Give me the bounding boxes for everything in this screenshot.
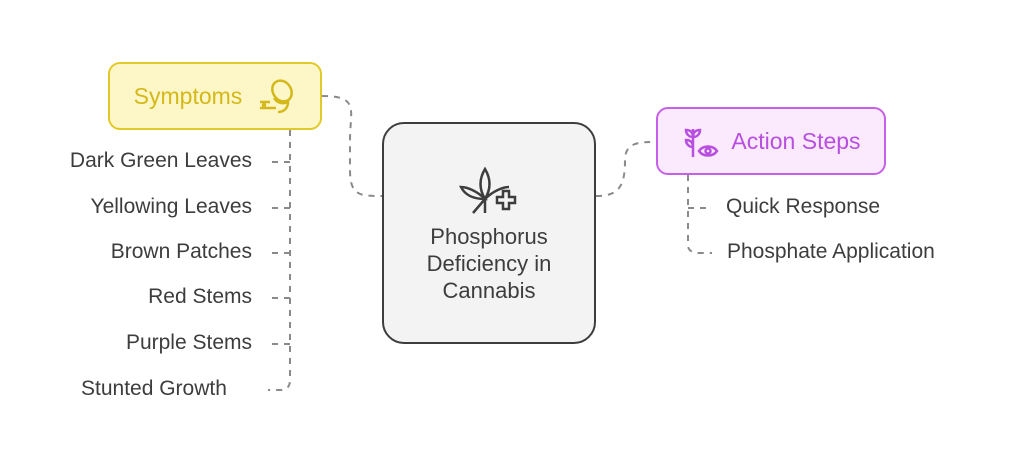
peanut-icon [260, 79, 294, 114]
symptoms-node[interactable]: Symptoms [108, 62, 322, 130]
action-steps-node[interactable]: Action Steps [656, 107, 886, 175]
symptom-item: Red Stems [148, 285, 252, 308]
symptom-item: Dark Green Leaves [69, 149, 252, 172]
symptom-item: Stunted Growth [81, 377, 227, 400]
central-topic-line-2: Deficiency in [426, 250, 552, 276]
action-steps-label: Action Steps [731, 127, 861, 154]
symptom-item: Yellowing Leaves [90, 195, 252, 218]
symptom-item: Purple Stems [125, 331, 252, 354]
action-item: Quick Response [726, 195, 881, 218]
symptom-item: Brown Patches [110, 240, 252, 263]
central-topic-line-1: Phosphorus [430, 223, 548, 249]
central-topic-node[interactable]: Phosphorus Deficiency in Cannabis [382, 122, 596, 344]
symptoms-label: Symptoms [133, 82, 243, 109]
action-item: Phosphate Application [727, 240, 935, 263]
central-topic-line-3: Cannabis [442, 277, 536, 303]
cannabis-plus-icon [458, 166, 517, 214]
wheat-eye-icon [685, 128, 719, 157]
